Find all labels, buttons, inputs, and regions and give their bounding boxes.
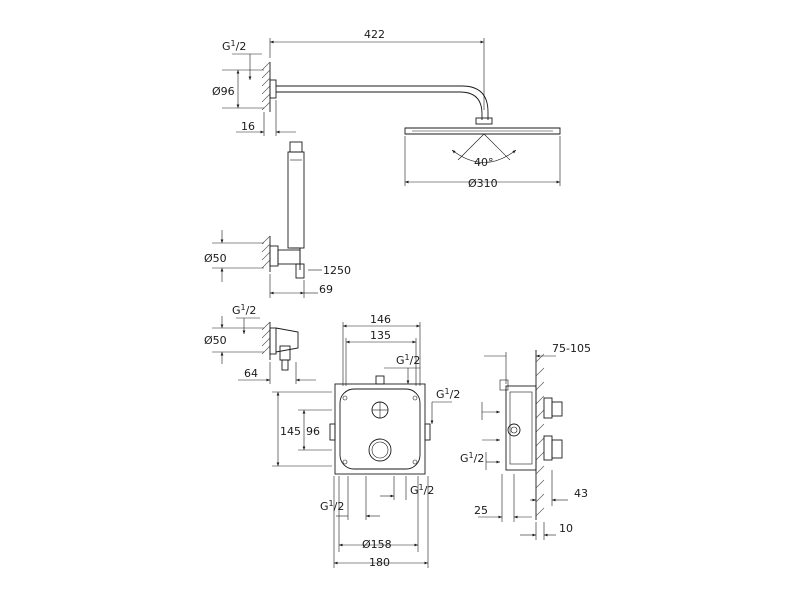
g-half-label-4: G1/2 xyxy=(436,387,460,401)
g-half-label-5: G1/2 xyxy=(320,499,344,513)
hand-shower-view: Ø50 1250 69 xyxy=(204,141,351,298)
dim-146: 146 xyxy=(370,313,391,326)
dim-135: 135 xyxy=(370,329,391,342)
thermostat-front-view: 146 135 G1/2 G1/2 145 96 G1/2 xyxy=(272,313,460,569)
dim-75-105: 75-105 xyxy=(552,342,591,355)
g-half-label-6: G1/2 xyxy=(410,483,434,497)
dim-d50-a: Ø50 xyxy=(204,252,227,265)
dim-69: 69 xyxy=(319,283,333,296)
dim-96: 96 xyxy=(306,425,320,438)
thermostat-side-view: 75-105 G1/2 25 43 10 xyxy=(460,342,591,540)
wall-outlet-view: G1/2 Ø50 64 xyxy=(204,303,316,384)
dim-d96: Ø96 xyxy=(212,85,235,98)
g-half-label-1: G1/2 xyxy=(222,39,246,53)
angle-40-label: 40° xyxy=(474,156,494,169)
g-half-label-2: G1/2 xyxy=(232,303,256,317)
g-half-label-3: G1/2 xyxy=(396,353,420,367)
dim-64: 64 xyxy=(244,367,258,380)
dim-d50-b: Ø50 xyxy=(204,334,227,347)
shower-arm-view: 40° 422 Ø310 G1/2 Ø96 16 xyxy=(212,28,561,190)
dim-145: 145 xyxy=(280,425,301,438)
dim-180: 180 xyxy=(369,556,390,569)
dim-25: 25 xyxy=(474,504,488,517)
dim-10: 10 xyxy=(559,522,573,535)
dim-d310: Ø310 xyxy=(468,177,498,190)
dim-16: 16 xyxy=(241,120,255,133)
dim-1250: 1250 xyxy=(323,264,351,277)
dim-43: 43 xyxy=(574,487,588,500)
dim-d158: Ø158 xyxy=(362,538,392,551)
g-half-label-7: G1/2 xyxy=(460,451,484,465)
dim-422: 422 xyxy=(364,28,385,41)
